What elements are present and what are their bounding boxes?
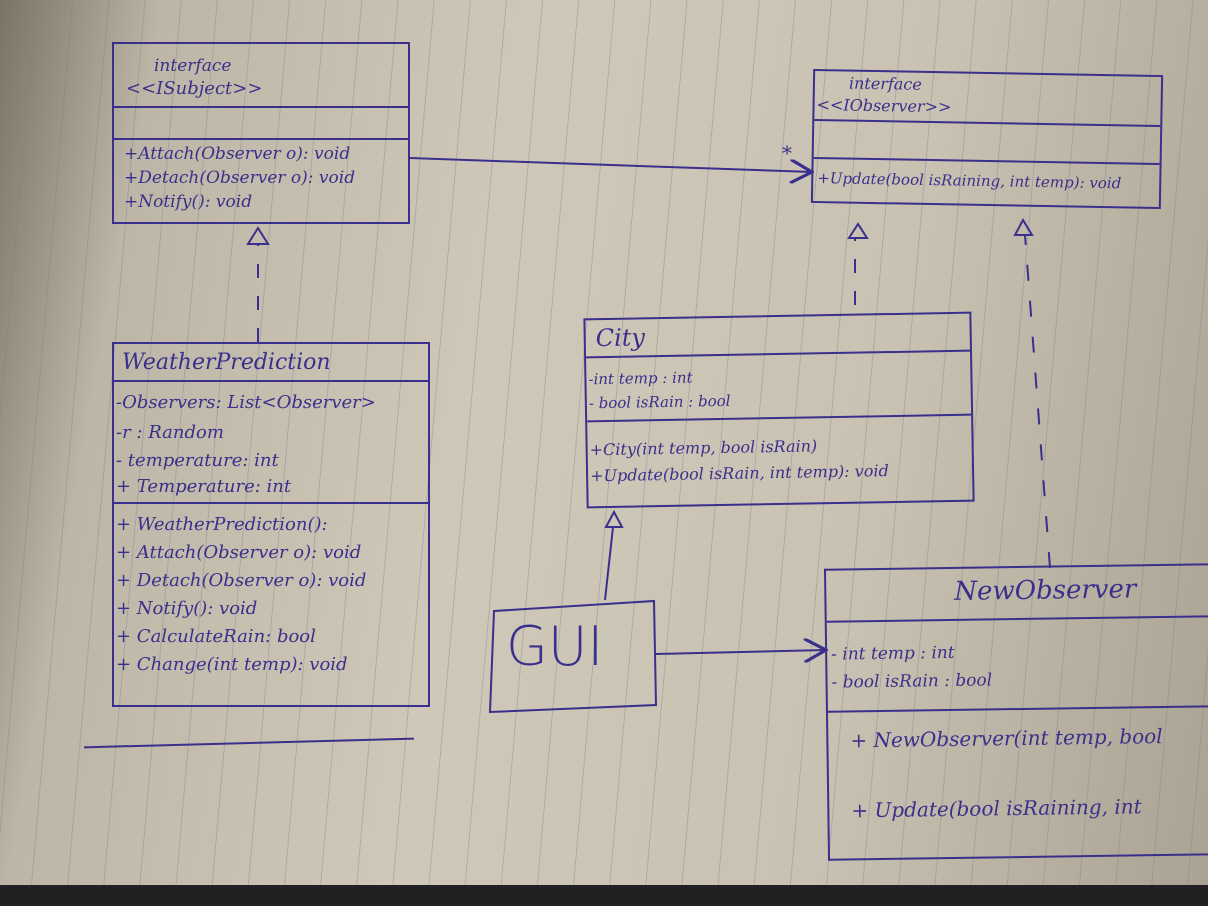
- weatherprediction-method: + WeatherPrediction():: [116, 514, 328, 535]
- gui-city-line: [604, 526, 614, 601]
- newobserver-method: + NewObserver(int temp, bool: [850, 724, 1163, 753]
- isubject-method: +Attach(Observer o): void: [124, 144, 351, 164]
- isubject-method: +Notify(): void: [124, 192, 253, 212]
- weatherprediction-method: + Detach(Observer o): void: [116, 570, 367, 591]
- iobserver-class-box: interface <<IObserver>> +Update(bool isR…: [810, 68, 1164, 210]
- isubject-method: +Detach(Observer o): void: [124, 168, 356, 188]
- newobserver-divider-2: [827, 705, 1208, 713]
- background-edge: [0, 885, 1208, 906]
- realization-head-isubject: [246, 226, 270, 245]
- iobserver-name: <<IObserver>>: [816, 95, 952, 117]
- city-class-box: City -int temp : int - bool isRain : boo…: [583, 311, 975, 509]
- realization-head-newobserver: [1013, 217, 1034, 236]
- weatherprediction-attribute: -r : Random: [116, 422, 224, 443]
- weatherprediction-attribute: - temperature: int: [116, 450, 279, 471]
- newobserver-divider-1: [826, 615, 1208, 623]
- weatherprediction-method: + Notify(): void: [116, 598, 258, 619]
- weatherprediction-method: + CalculateRain: bool: [116, 626, 316, 647]
- gui-box-outline: [488, 599, 658, 714]
- newobserver-method: + Update(bool isRaining, int: [851, 794, 1142, 823]
- newobserver-attribute: - int temp : int: [831, 642, 955, 665]
- isubject-divider-1: [114, 106, 408, 108]
- weatherprediction-method: + Attach(Observer o): void: [116, 542, 362, 563]
- association-line: [409, 157, 812, 172]
- city-method: +City(int temp, bool isRain): [589, 436, 818, 460]
- weatherprediction-class-box: WeatherPrediction -Observers: List<Obser…: [112, 342, 430, 707]
- realization-newobserver-iobserver: [1024, 234, 1051, 569]
- isubject-class-box: interface <<ISubject>> +Attach(Observer …: [112, 42, 410, 224]
- city-divider-2: [587, 413, 972, 423]
- newobserver-class-box: NewObserver - int temp : int - bool isRa…: [823, 563, 1208, 861]
- city-attribute: - bool isRain : bool: [588, 391, 731, 413]
- iobserver-divider-2: [813, 156, 1160, 166]
- weatherprediction-divider-1: [114, 380, 428, 382]
- isubject-name: <<ISubject>>: [126, 78, 263, 99]
- newobserver-name: NewObserver: [954, 574, 1137, 607]
- city-name: City: [595, 323, 646, 353]
- weatherprediction-attribute: + Temperature: int: [116, 476, 292, 497]
- newobserver-attribute: - bool isRain : bool: [831, 670, 993, 693]
- iobserver-divider-1: [814, 118, 1161, 128]
- gui-newobserver-line: [655, 650, 826, 654]
- gui-label: GUI: [506, 615, 604, 678]
- iobserver-method: +Update(bool isRaining, int temp): void: [817, 169, 1122, 193]
- city-method: +Update(bool isRain, int temp): void: [589, 461, 889, 486]
- isubject-divider-2: [114, 138, 408, 140]
- city-attribute: -int temp : int: [588, 368, 693, 389]
- association-multiplicity: *: [782, 141, 792, 165]
- isubject-stereotype: interface: [154, 56, 232, 76]
- weatherprediction-attribute: -Observers: List<Observer>: [116, 392, 376, 413]
- realization-head-city: [847, 222, 869, 239]
- weatherprediction-divider-2: [114, 502, 428, 504]
- iobserver-stereotype: interface: [848, 73, 922, 94]
- weatherprediction-method: + Change(int temp): void: [116, 654, 348, 675]
- gui-city-head: [604, 509, 624, 528]
- weatherprediction-name: WeatherPrediction: [122, 350, 331, 375]
